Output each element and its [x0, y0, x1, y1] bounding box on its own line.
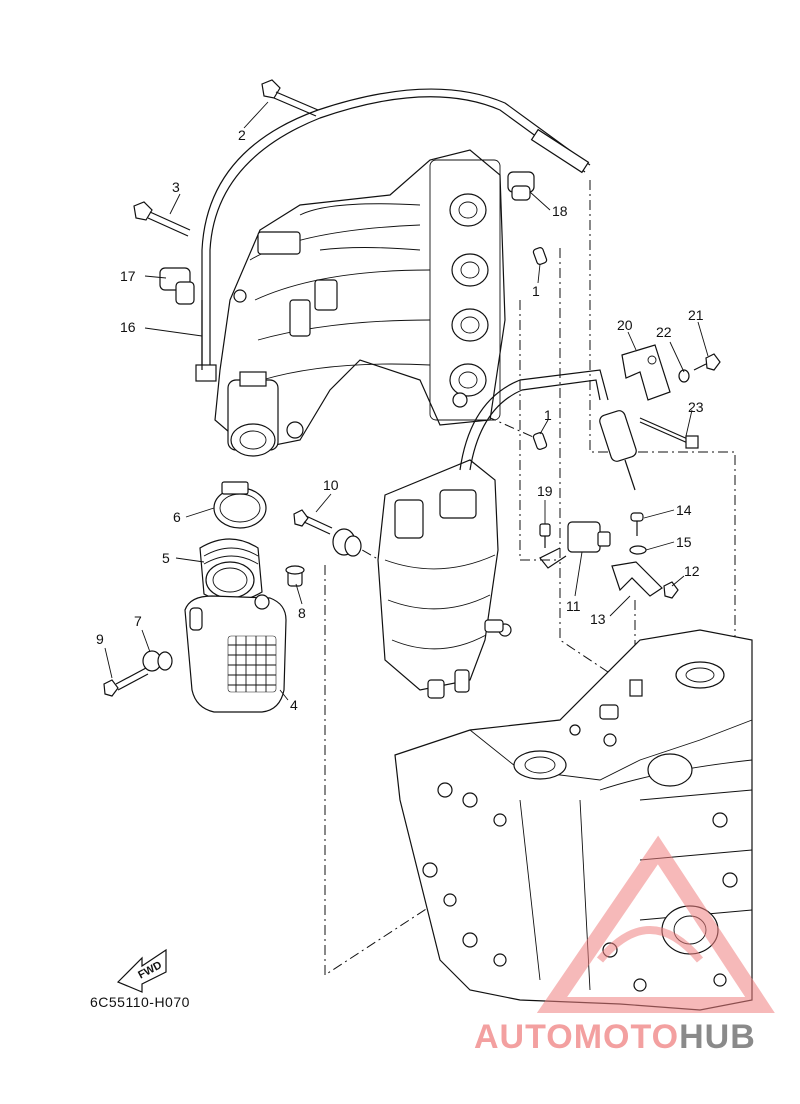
diagram-code: 6C55110-H070	[90, 994, 190, 1010]
label-part-8: 8	[298, 605, 306, 621]
label-part-7: 7	[134, 613, 142, 629]
fuel-filter	[599, 410, 637, 491]
nut-part-12	[663, 581, 679, 599]
label-leaders	[104, 101, 709, 701]
label-part-16: 16	[120, 319, 136, 335]
watermark-part-hub: HUB	[679, 1018, 756, 1056]
bushing	[332, 528, 362, 557]
label-part-22: 22	[656, 324, 672, 340]
fwd-arrow-icon: FWD	[116, 948, 167, 993]
screw-part-14	[630, 512, 644, 536]
silencer-mesh	[228, 636, 276, 692]
dowel-pins-part-1	[532, 247, 548, 450]
throttle-body	[227, 371, 279, 457]
bolt-part-9	[103, 667, 149, 697]
label-part-17: 17	[120, 268, 136, 284]
intake-manifold	[214, 149, 506, 457]
intake-silencer-part-4	[184, 594, 287, 713]
label-part-11: 11	[566, 598, 581, 614]
vapor-separator	[377, 459, 512, 699]
manifold-port-flanges	[429, 159, 501, 421]
watermark-part-moto: MOTO	[573, 1018, 680, 1056]
label-part-21: 21	[688, 307, 704, 323]
bracket-part-13	[611, 561, 663, 597]
grommet-part-7	[142, 650, 173, 672]
bolt-part-2	[261, 79, 319, 117]
watermark-logo	[536, 835, 775, 1013]
label-part-14: 14	[676, 502, 692, 518]
label-part-19: 19	[537, 483, 553, 499]
label-part-2: 2	[238, 127, 246, 143]
label-part-23: 23	[688, 399, 704, 415]
label-part-6: 6	[173, 509, 181, 525]
watermark-part-auto: AUTO	[474, 1018, 574, 1056]
watermark-brand: AUTOMOTOHUB	[474, 1018, 756, 1057]
part-labels: 1 1 2 3 4 5 6 7 8 9 10 11 12 13 14 15 16…	[96, 127, 704, 713]
label-part-1b: 1	[544, 407, 552, 423]
label-part-12: 12	[684, 563, 700, 579]
intake-joint-part-5	[199, 538, 263, 603]
label-part-15: 15	[676, 534, 692, 550]
bolt-part-10	[293, 509, 333, 535]
label-part-10: 10	[323, 477, 339, 493]
separator-hose	[459, 369, 609, 471]
hose-clip-part-17	[159, 267, 195, 305]
washer-part-15	[629, 545, 647, 555]
collar-part-8	[285, 565, 305, 587]
label-part-4: 4	[290, 697, 298, 713]
label-part-1a: 1	[532, 283, 540, 299]
bolt-part-3	[133, 201, 191, 237]
hose-clamp-part-6	[213, 481, 267, 529]
label-part-3: 3	[172, 179, 180, 195]
fuel-hose-part-2	[195, 88, 591, 382]
screw-part-19	[539, 523, 551, 548]
label-part-20: 20	[617, 317, 633, 333]
cable-tie-part-23	[639, 417, 699, 449]
bracket-part-20	[621, 344, 671, 401]
label-part-9: 9	[96, 631, 104, 647]
sensor-part-11	[539, 521, 611, 569]
hose-clip-part-18	[507, 171, 535, 201]
bolt-part-21	[693, 353, 721, 371]
washer-part-22	[678, 369, 690, 383]
label-part-18: 18	[552, 203, 568, 219]
label-part-13: 13	[590, 611, 606, 627]
label-part-5: 5	[162, 550, 170, 566]
